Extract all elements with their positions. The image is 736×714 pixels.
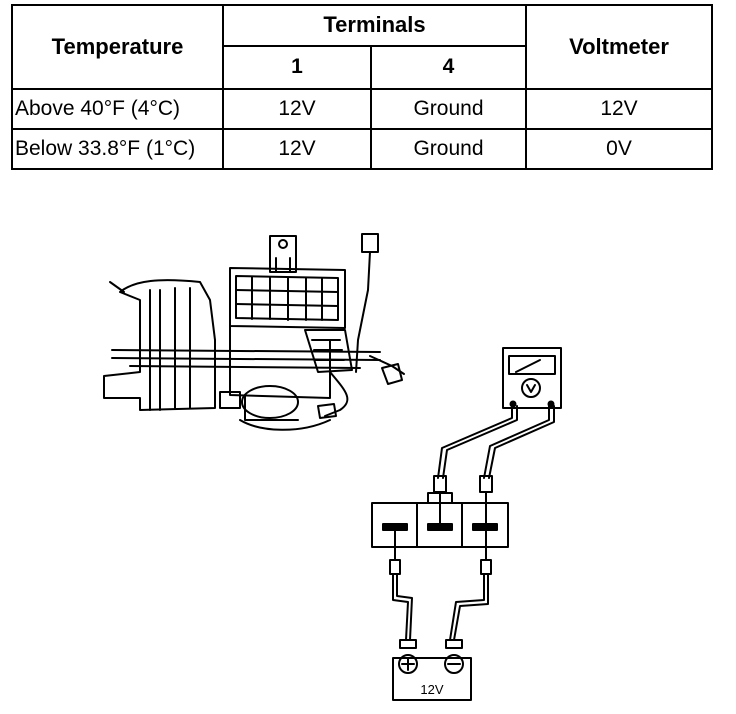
header-terminals: Terminals [222, 4, 527, 47]
table-subheader-row: 1 4 [12, 44, 712, 91]
table-row: Below 33.8°F (1°C) 12V Ground 0V [11, 128, 713, 170]
terminal-voltage-table: Temperature Terminals Voltmeter 1 4 Abov… [11, 4, 713, 170]
cell-terminal-4: Ground [370, 88, 527, 130]
voltmeter-leads [433, 405, 555, 507]
heater-unit-drawing [103, 233, 405, 431]
cell-terminal-1: 12V [222, 128, 372, 170]
voltmeter-icon [502, 347, 562, 409]
battery-icon [392, 639, 472, 701]
cell-temperature: Below 33.8°F (1°C) [11, 128, 224, 170]
connector-icon [371, 492, 509, 548]
table-header-row: Temperature Terminals Voltmeter [11, 4, 713, 90]
table-row: Above 40°F (4°C) 12V Ground 12V [11, 88, 713, 130]
header-voltmeter: Voltmeter [525, 4, 713, 90]
header-terminal-4: 4 [370, 44, 527, 91]
cell-terminal-1: 12V [222, 88, 372, 130]
battery-voltage-label: 12V [420, 682, 443, 697]
cell-terminal-4: Ground [370, 128, 527, 170]
cell-voltmeter: 12V [525, 88, 713, 130]
cell-temperature: Above 40°F (4°C) [11, 88, 224, 130]
header-terminal-1: 1 [222, 44, 372, 91]
battery-leads [389, 529, 492, 641]
cell-voltmeter: 0V [525, 128, 713, 170]
header-temperature: Temperature [11, 4, 224, 90]
